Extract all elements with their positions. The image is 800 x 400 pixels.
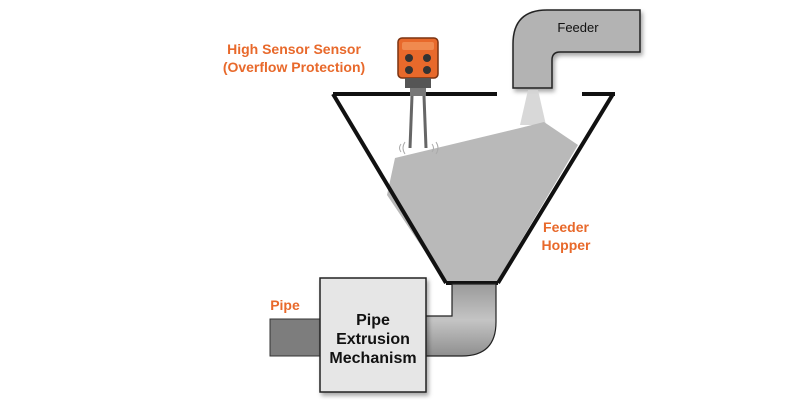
sensor-label-line1: High Sensor Sensor (227, 41, 361, 57)
sensor-label-line2: (Overflow Protection) (223, 59, 365, 75)
mechanism-label-line3: Mechanism (329, 350, 416, 367)
hopper-outline-right (496, 92, 615, 285)
hopper-label-line1: Feeder (543, 219, 589, 235)
hopper-outline-left (331, 92, 448, 285)
hopper-label-line2: Hopper (542, 237, 592, 253)
extrusion-mechanism-box (319, 277, 427, 393)
pipe-label: Pipe (270, 297, 300, 313)
high-level-sensor (397, 37, 439, 155)
output-pipe (269, 318, 321, 357)
feeder-duct (512, 9, 641, 89)
mechanism-label-line2: Extrusion (336, 331, 410, 348)
material-pile (387, 122, 578, 283)
hopper-neck-pipe (424, 283, 497, 357)
feed-stream (520, 90, 546, 125)
mechanism-label-line1: Pipe (356, 312, 390, 329)
feeder-label: Feeder (557, 20, 599, 35)
